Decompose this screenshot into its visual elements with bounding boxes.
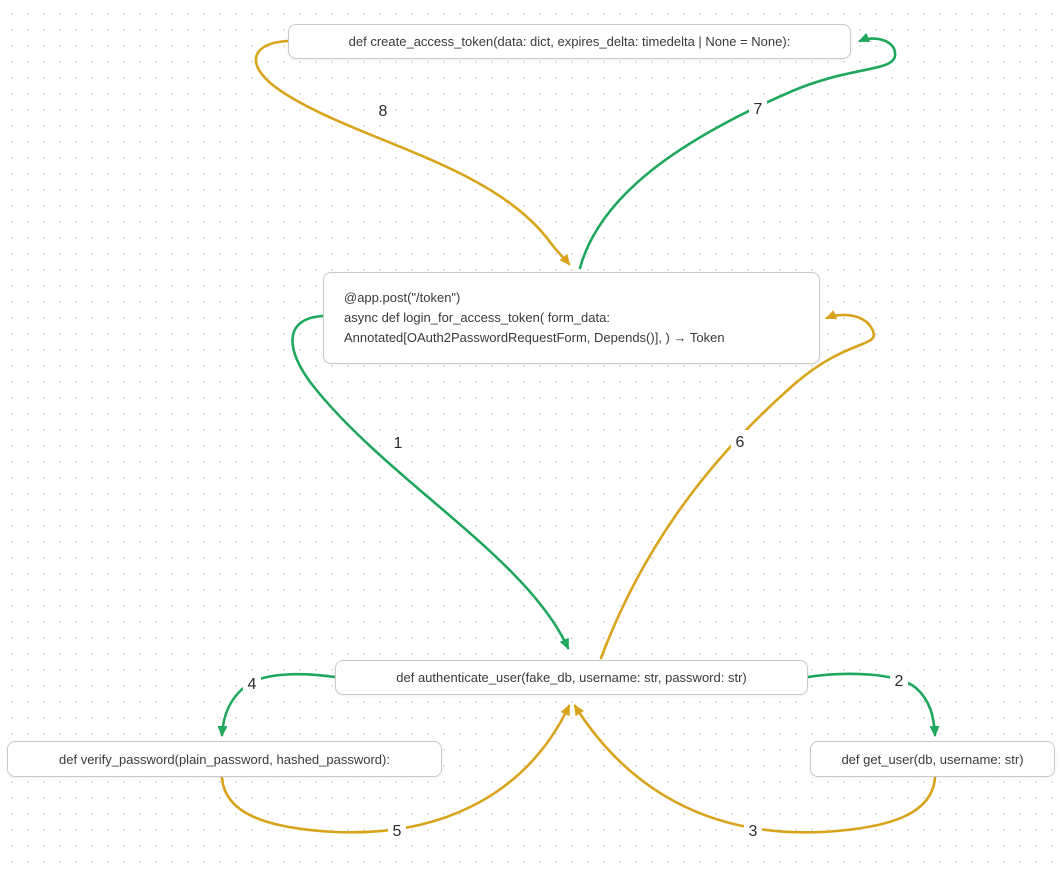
node-create-access-token[interactable]: def create_access_token(data: dict, expi… [288, 24, 851, 59]
edge-7-label: 7 [749, 97, 767, 119]
edge-6-label: 6 [731, 430, 749, 452]
edge-6-path[interactable] [599, 310, 876, 660]
edge-8-path[interactable] [254, 39, 571, 266]
edge-2-path[interactable] [806, 672, 940, 737]
svg-text:3: 3 [749, 823, 758, 840]
node-verify-password[interactable]: def verify_password(plain_password, hash… [7, 741, 442, 777]
svg-text:5: 5 [393, 823, 402, 840]
node-login-line-2: async def login_for_access_token( form_d… [344, 310, 610, 325]
edge-3-path[interactable] [573, 704, 937, 834]
edge-4-path[interactable] [217, 672, 337, 737]
node-authenticate-user[interactable]: def authenticate_user(fake_db, username:… [335, 660, 808, 695]
svg-text:1: 1 [394, 435, 403, 452]
svg-text:4: 4 [248, 676, 257, 693]
svg-text:7: 7 [754, 101, 763, 118]
edge-1-label: 1 [389, 431, 407, 453]
node-login-for-access-token[interactable]: @app.post("/token") async def login_for_… [323, 272, 820, 364]
node-login-line-3: Annotated[OAuth2PasswordRequestForm, Dep… [344, 330, 725, 345]
edge-5-path[interactable] [220, 704, 571, 834]
svg-text:8: 8 [379, 103, 388, 120]
node-create-access-token-label: def create_access_token(data: dict, expi… [348, 34, 791, 49]
edge-7-path[interactable] [578, 32, 897, 270]
edge-1-path[interactable] [291, 314, 570, 650]
node-get-user[interactable]: def get_user(db, username: str) [810, 741, 1055, 777]
svg-text:6: 6 [736, 434, 745, 451]
edge-5-label: 5 [388, 819, 406, 841]
edge-4-label: 4 [243, 672, 261, 694]
svg-text:2: 2 [895, 673, 904, 690]
node-login-line-1: @app.post("/token") [344, 290, 461, 305]
edge-8-label: 8 [374, 99, 392, 121]
node-authenticate-user-label: def authenticate_user(fake_db, username:… [396, 670, 747, 685]
edge-2-label: 2 [890, 669, 908, 691]
edge-3-label: 3 [744, 819, 762, 841]
node-verify-password-label: def verify_password(plain_password, hash… [59, 751, 390, 767]
node-get-user-label: def get_user(db, username: str) [841, 751, 1024, 767]
